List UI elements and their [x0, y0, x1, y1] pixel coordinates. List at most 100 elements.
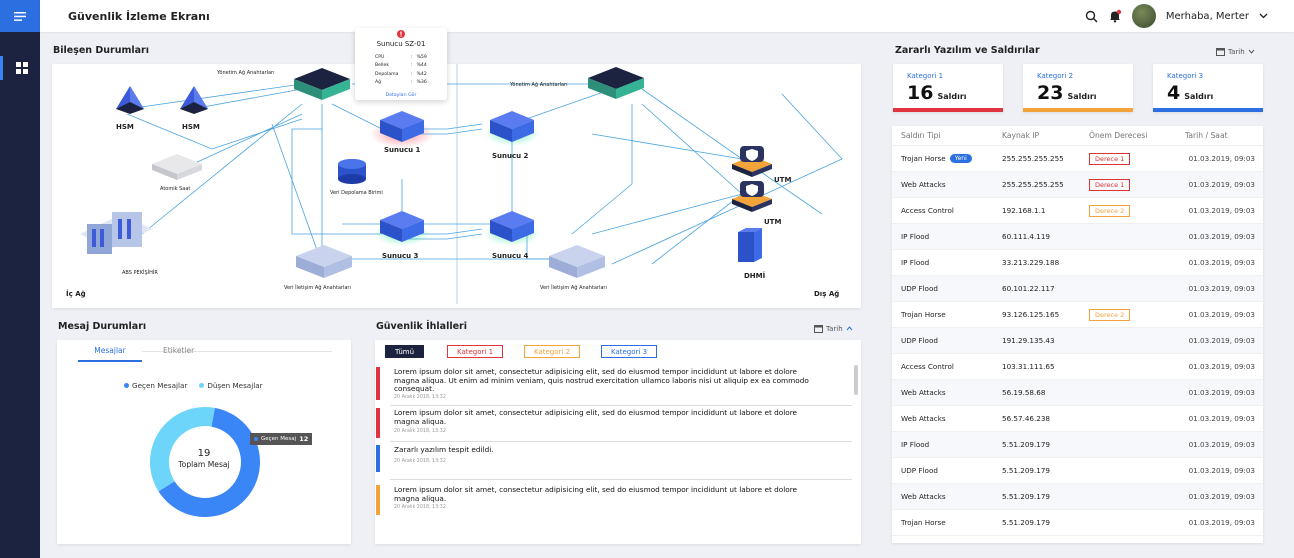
server-4[interactable]: [490, 211, 534, 242]
datetime-cell: 01.03.2019, 09:03: [1188, 362, 1255, 371]
datetime-cell: 01.03.2019, 09:03: [1188, 440, 1255, 449]
user-greeting[interactable]: Merhaba, Merter: [1165, 10, 1249, 22]
page-title: Güvenlik İzleme Ekranı: [68, 9, 210, 23]
datetime-cell: 01.03.2019, 09:03: [1188, 388, 1255, 397]
dashboard-grid-icon: [15, 62, 28, 74]
violation-date: 20 Aralık 2018, 13:32: [394, 459, 446, 464]
attack-type-cell: Web Attacks: [901, 492, 946, 501]
malware-date-filter[interactable]: Tarih: [1216, 47, 1255, 56]
filter-category-1[interactable]: Kategori 1: [447, 345, 504, 358]
storage-unit[interactable]: [338, 159, 366, 184]
attack-type-cell: Web Attacks: [901, 180, 946, 189]
source-ip-cell: 5.51.209.179: [1002, 492, 1051, 501]
donut-slice-dropped[interactable]: [150, 407, 215, 492]
violation-item[interactable]: Lorem ipsum dolor sit amet, consectetur …: [376, 367, 853, 400]
table-header: Saldırı Tipi Kaynak IP Önem Derecesi Tar…: [892, 126, 1263, 146]
hsm-1-label: HSM: [116, 123, 134, 131]
column-severity[interactable]: Önem Derecesi: [1089, 131, 1148, 140]
category-2-unit: Saldırı: [1067, 92, 1097, 101]
violations-date-filter[interactable]: Tarih: [814, 324, 853, 333]
violation-item[interactable]: Lorem ipsum dolor sit amet, consectetur …: [376, 485, 853, 515]
source-ip-cell: 60.101.22.117: [1002, 284, 1055, 293]
attack-type-cell: UDP Flood: [901, 336, 938, 345]
hsm-2[interactable]: [180, 86, 208, 114]
utm-1[interactable]: [732, 146, 772, 177]
filter-category-2[interactable]: Kategori 2: [524, 345, 581, 358]
sidebar-item-dashboard[interactable]: [0, 56, 40, 80]
server-2[interactable]: [490, 111, 534, 142]
server-3[interactable]: [380, 211, 424, 242]
chevron-down-icon[interactable]: [1259, 13, 1268, 19]
datetime-cell: 01.03.2019, 09:03: [1188, 154, 1255, 163]
divider: [390, 441, 852, 442]
divider: [390, 405, 852, 406]
violation-text: Zararlı yazılım tespit edildi.: [394, 445, 494, 454]
management-switch-1[interactable]: [294, 68, 350, 100]
severity-cell: Derece 2: [1089, 204, 1180, 217]
category-3-count: 4: [1167, 82, 1181, 104]
bell-icon[interactable]: [1108, 9, 1122, 23]
tab-messages[interactable]: Mesajlar: [78, 346, 142, 362]
utm-2[interactable]: [732, 181, 772, 212]
atomic-clock[interactable]: [152, 154, 202, 180]
datetime-cell: 01.03.2019, 09:03: [1188, 466, 1255, 475]
violation-item[interactable]: Zararlı yazılım tespit edildi. 20 Aralık…: [376, 445, 853, 472]
column-attack-type[interactable]: Saldırı Tipi: [901, 131, 941, 140]
search-icon[interactable]: [1085, 10, 1098, 23]
violation-severity-bar: [376, 445, 380, 472]
donut-slice-passed[interactable]: [158, 407, 260, 517]
server-1[interactable]: [380, 111, 424, 142]
communication-switch-2[interactable]: [549, 245, 605, 278]
hsm-1[interactable]: [116, 86, 144, 114]
source-ip-cell: 5.51.209.179: [1002, 466, 1051, 475]
abs-label: ABS PEKİŞİHİR: [122, 269, 158, 276]
filter-all[interactable]: Tümü: [385, 345, 425, 358]
column-source-ip[interactable]: Kaynak IP: [1002, 131, 1040, 140]
violation-severity-bar: [376, 485, 380, 515]
filter-category-3[interactable]: Kategori 3: [601, 345, 658, 358]
attack-type-cell: Trojan Horse: [901, 310, 946, 319]
datetime-cell: 01.03.2019, 09:03: [1188, 414, 1255, 423]
violations-title: Güvenlik İhlalleri: [376, 321, 467, 332]
column-datetime[interactable]: Tarih / Saat: [1185, 131, 1228, 140]
management-switch-2[interactable]: [588, 67, 644, 99]
dhmi-server[interactable]: [738, 228, 762, 262]
messages-title: Mesaj Durumları: [58, 321, 147, 332]
source-ip-cell: 255.255.255.255: [1002, 180, 1064, 189]
communication-switch-1[interactable]: [296, 245, 352, 278]
tooltip-details-link[interactable]: Detayları Gör: [385, 93, 417, 98]
datetime-cell: 01.03.2019, 09:03: [1188, 284, 1255, 293]
abs-server-room[interactable]: [80, 212, 152, 254]
datetime-cell: 01.03.2019, 09:03: [1188, 232, 1255, 241]
violations-scrollbar[interactable]: [854, 365, 858, 395]
menu-button[interactable]: [0, 0, 40, 32]
violations-panel: [375, 340, 861, 544]
attack-type-cell: IP Flood: [901, 232, 930, 241]
utm-2-label: UTM: [764, 218, 781, 226]
category-1-label: Kategori 1: [907, 72, 944, 80]
avatar[interactable]: [1131, 4, 1156, 28]
tab-labels[interactable]: Etiketler: [163, 346, 195, 355]
violation-item[interactable]: Lorem ipsum dolor sit amet, consectetur …: [376, 408, 853, 438]
source-ip-cell: 103.31.111.65: [1002, 362, 1055, 371]
datetime-cell: 01.03.2019, 09:03: [1188, 518, 1255, 527]
